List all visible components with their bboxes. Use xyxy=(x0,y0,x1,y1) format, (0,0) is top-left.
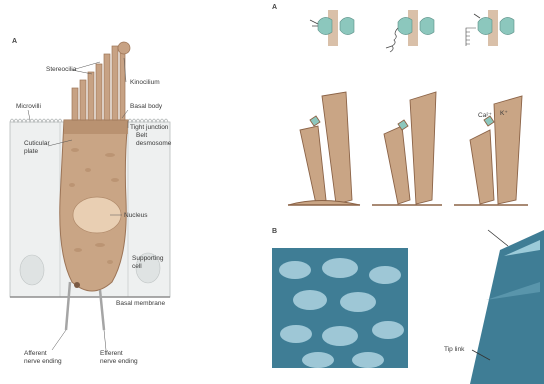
apical-surface xyxy=(288,201,528,206)
label-ca-ion: Ca²⁺ xyxy=(478,112,492,119)
label-k-ion: K⁺ xyxy=(500,110,508,117)
micrograph-tip-link xyxy=(470,230,544,384)
stereocilia-pair-1 xyxy=(300,92,352,204)
channel-schematic-3 xyxy=(466,10,514,46)
right-panel-b-letter: B xyxy=(272,228,277,235)
stereocilia-pair-2 xyxy=(384,92,436,204)
channel-schematic-2 xyxy=(386,10,434,52)
micrograph-surface-view xyxy=(272,248,408,368)
channel-schematic-1 xyxy=(310,10,354,46)
right-panel-a-letter: A xyxy=(272,4,277,11)
label-tip-link: Tip link xyxy=(444,346,464,353)
